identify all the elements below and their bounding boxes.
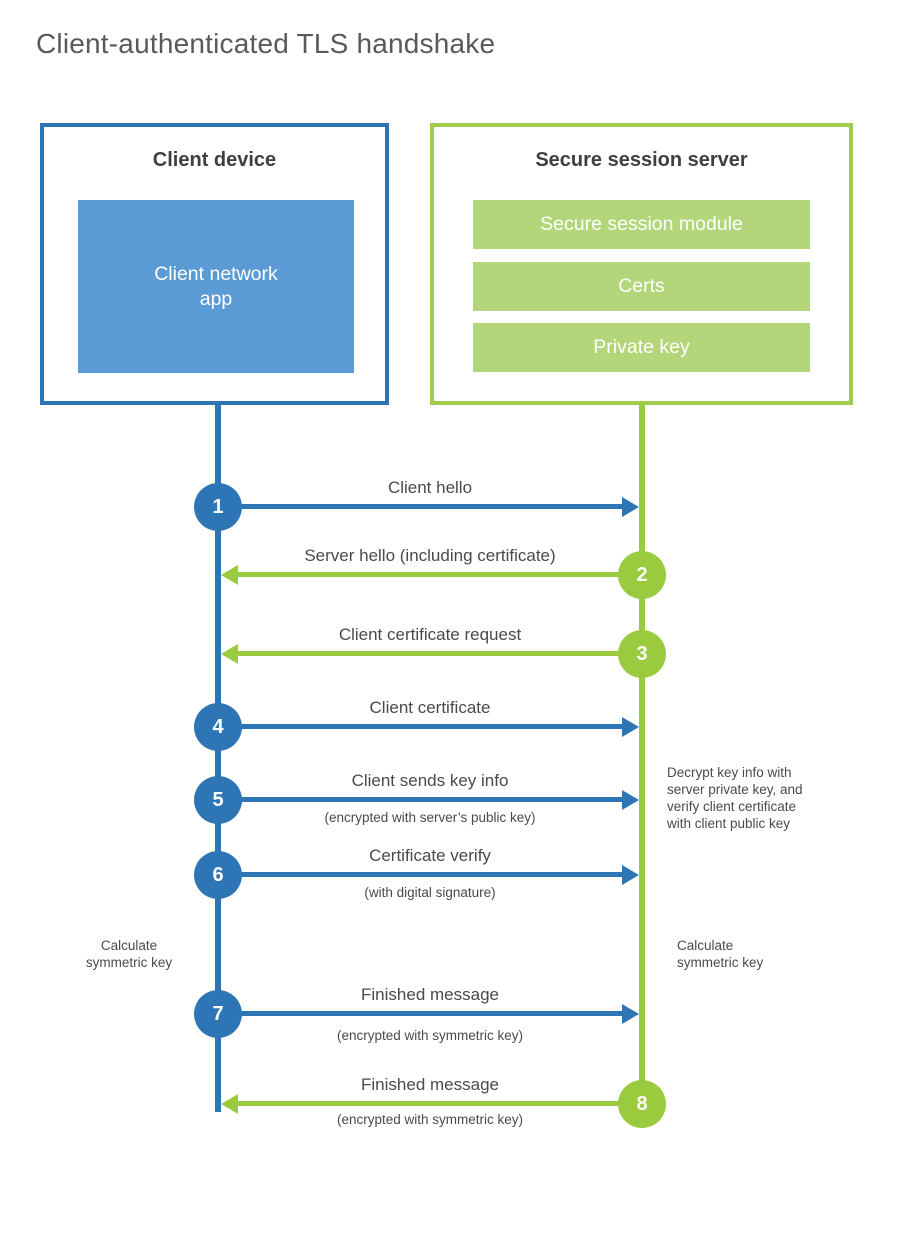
message-6-step-circle: 6 bbox=[194, 851, 242, 899]
message-1-label: Client hello bbox=[387, 478, 473, 497]
message-2-step-circle: 2 bbox=[618, 551, 666, 599]
client-device-title: Client device bbox=[152, 149, 277, 171]
message-1-arrow bbox=[218, 496, 639, 517]
message-7-arrow bbox=[218, 1003, 639, 1024]
decrypt-key-note: Decrypt key info with server private key… bbox=[667, 765, 803, 831]
client-network-app-box: Client network app bbox=[78, 200, 354, 373]
message-3-arrow bbox=[221, 643, 642, 664]
message-5-step-circle: 5 bbox=[194, 776, 242, 824]
client-lifeline bbox=[215, 403, 221, 1112]
message-6-label: Certificate verify bbox=[369, 846, 491, 865]
message-7-sublabel: (encrypted with symmetric key) bbox=[336, 1028, 524, 1043]
calculate-symmetric-key-note-server: Calculate symmetric key bbox=[677, 938, 764, 970]
server-module-certs: Certs bbox=[473, 262, 810, 311]
server-title: Secure session server bbox=[535, 149, 748, 171]
message-4-step-circle: 4 bbox=[194, 703, 242, 751]
server-module-secure-session: Secure session module bbox=[473, 200, 810, 249]
calculate-symmetric-key-note-client: Calculate symmetric key bbox=[85, 938, 173, 970]
message-1-step-circle: 1 bbox=[194, 483, 242, 531]
message-7-step-circle: 7 bbox=[194, 990, 242, 1038]
message-5-label: Client sends key info bbox=[351, 771, 509, 790]
message-7-label: Finished message bbox=[361, 985, 499, 1004]
message-8-arrow bbox=[221, 1093, 642, 1114]
message-2-label: Server hello (including certificate) bbox=[304, 546, 556, 565]
message-5-arrow bbox=[218, 789, 639, 810]
server-module-private-key: Private key bbox=[473, 323, 810, 372]
message-2-arrow bbox=[221, 564, 642, 585]
message-5-sublabel: (encrypted with server’s public key) bbox=[324, 810, 536, 825]
message-8-label: Finished message bbox=[361, 1075, 499, 1094]
message-4-arrow bbox=[218, 716, 639, 737]
page-title: Client-authenticated TLS handshake bbox=[36, 28, 496, 59]
server-lifeline bbox=[639, 403, 645, 1104]
message-8-step-circle: 8 bbox=[618, 1080, 666, 1128]
message-4-label: Client certificate bbox=[369, 698, 491, 717]
message-3-label: Client certificate request bbox=[338, 625, 522, 644]
message-6-sublabel: (with digital signature) bbox=[364, 885, 496, 900]
message-3-step-circle: 3 bbox=[618, 630, 666, 678]
message-6-arrow bbox=[218, 864, 639, 885]
message-8-sublabel: (encrypted with symmetric key) bbox=[336, 1112, 524, 1127]
